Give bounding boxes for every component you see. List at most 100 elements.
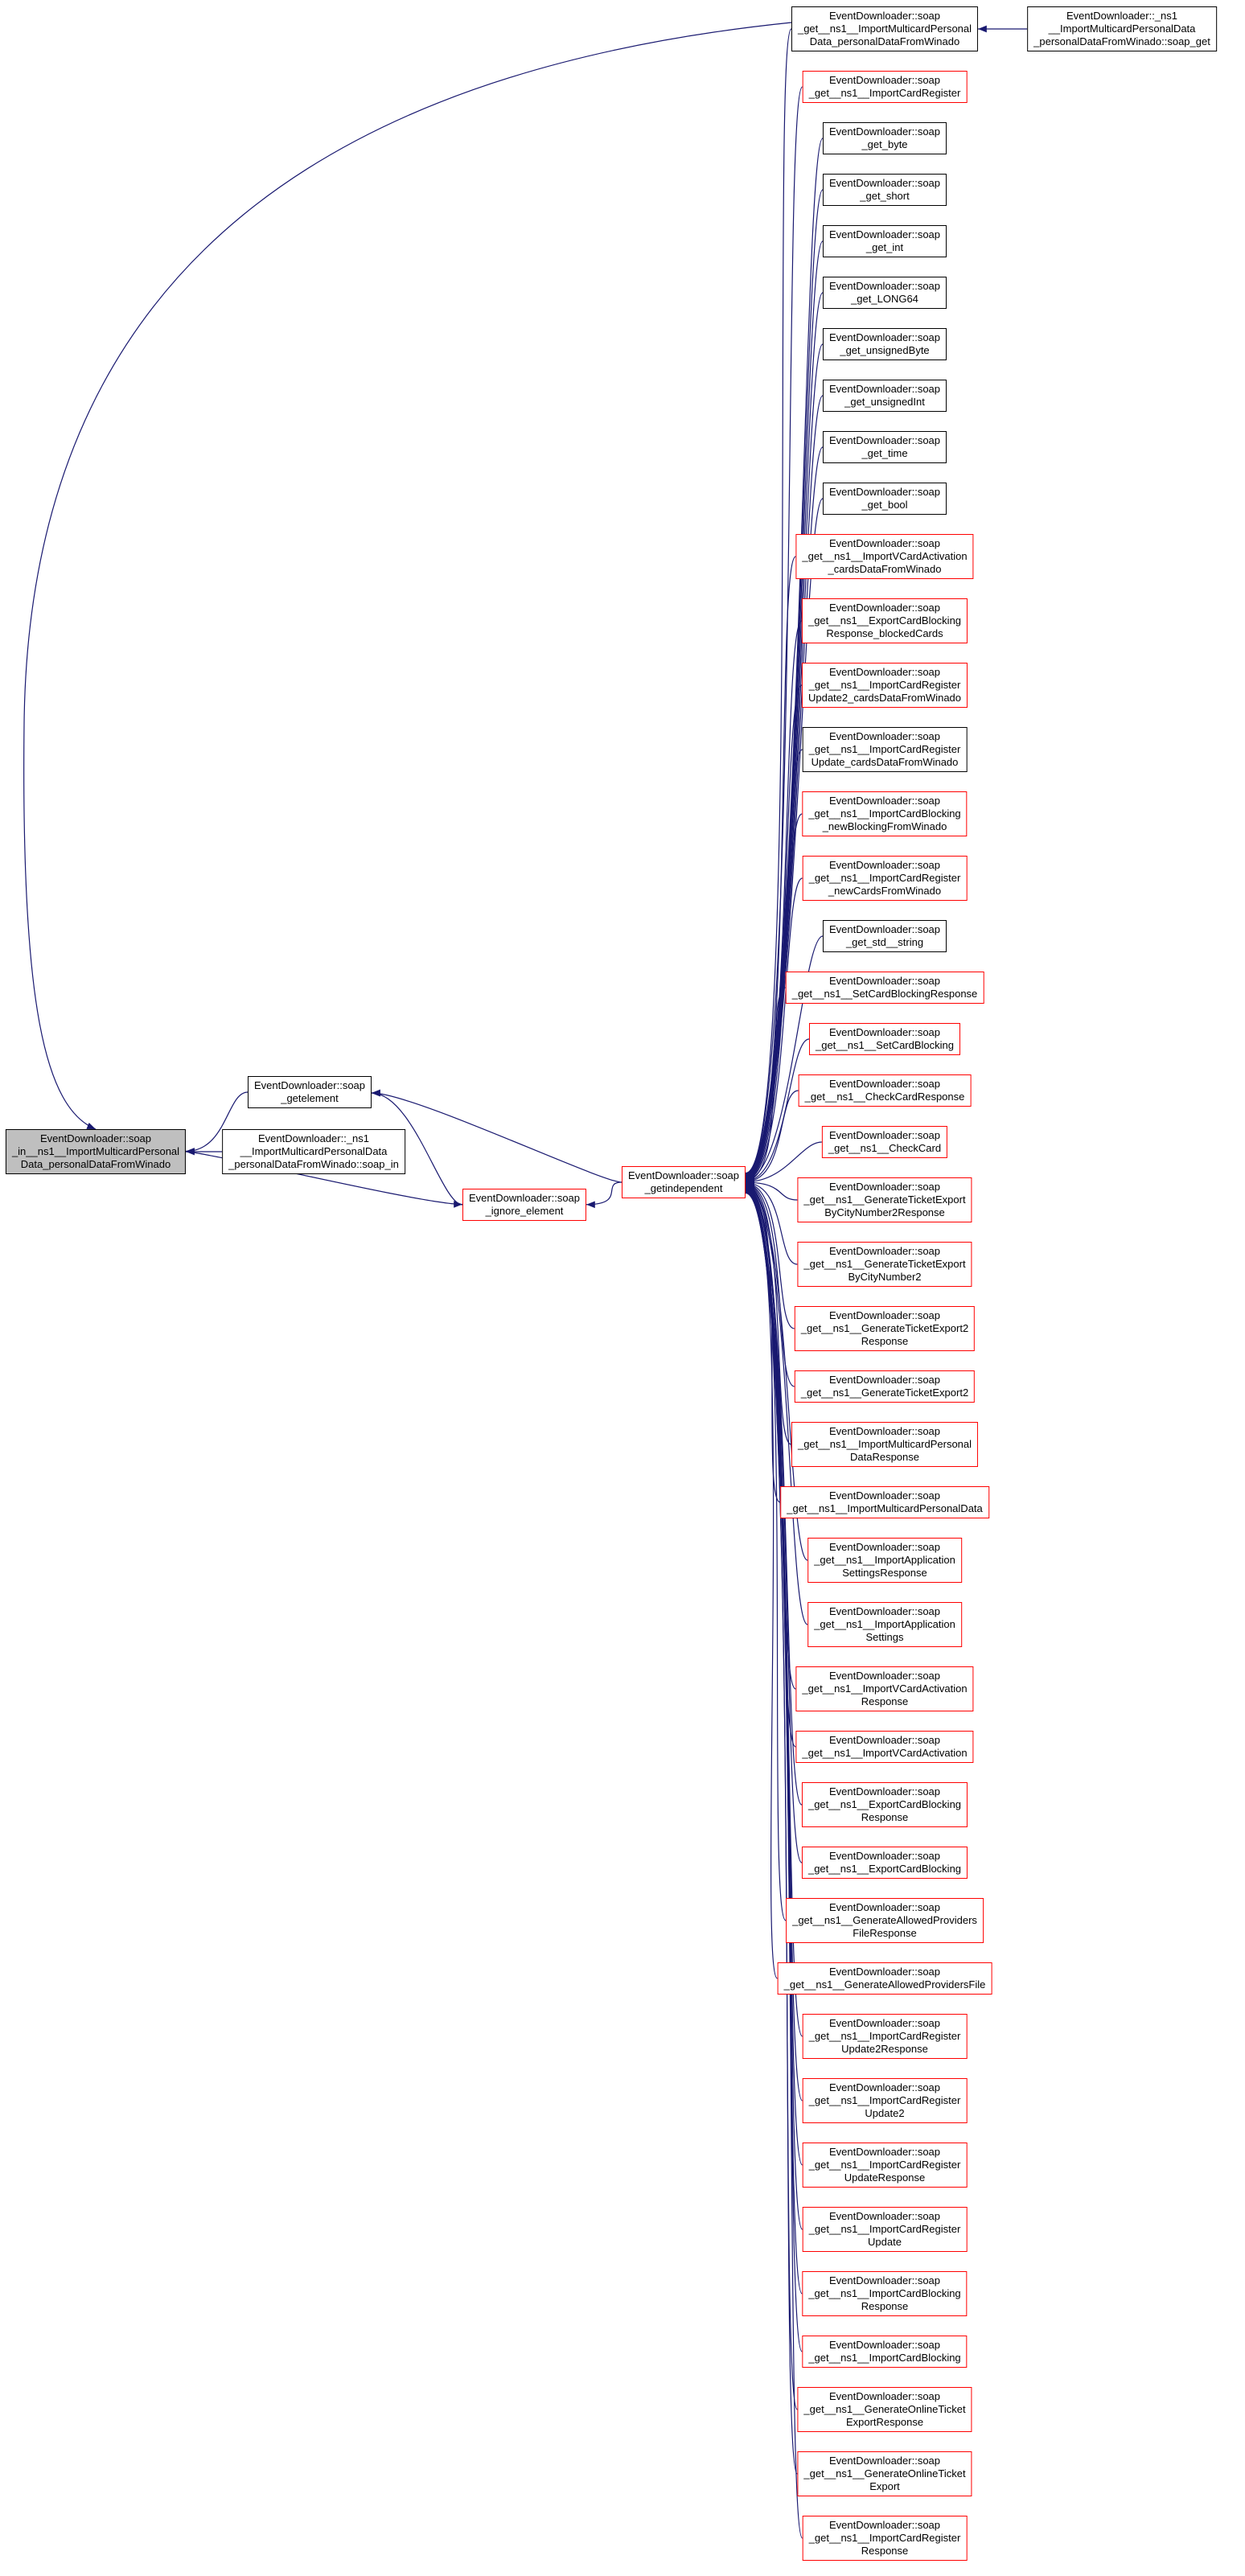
graph-node-get_ImportCardBlockingResponse[interactable]: EventDownloader::soap_get__ns1__ImportCa… (802, 2271, 968, 2316)
graph-node-get_byte[interactable]: EventDownloader::soap_get_byte (822, 122, 947, 154)
graph-node-getindependent[interactable]: EventDownloader::soap_getindependent (621, 1166, 746, 1198)
graph-node-get_ImportVCardActivation[interactable]: EventDownloader::soap_get__ns1__ImportVC… (795, 1731, 974, 1763)
graph-node-get_ImportCardRegisterUpdate2[interactable]: EventDownloader::soap_get__ns1__ImportCa… (802, 2078, 968, 2123)
node-label-line: _get__ns1__ImportCardRegister (808, 872, 961, 884)
graph-node-get_ImportCardRegister[interactable]: EventDownloader::soap_get__ns1__ImportCa… (802, 71, 968, 103)
node-label-line: EventDownloader::soap (828, 2455, 941, 2467)
graph-node-get_SetCardBlockingResponse[interactable]: EventDownloader::soap_get__ns1__SetCardB… (785, 972, 984, 1004)
graph-node-ignore_element[interactable]: EventDownloader::soap_ignore_element (462, 1189, 587, 1221)
node-label-line: _get__ns1__ImportVCardActivation (802, 1682, 968, 1695)
node-label-line: _newBlockingFromWinado (822, 820, 947, 832)
node-label-line: EventDownloader::soap (828, 331, 941, 343)
node-label-line: _get__ns1__SetCardBlockingResponse (791, 988, 978, 1000)
graph-node-get_LONG64[interactable]: EventDownloader::soap_get_LONG64 (822, 277, 947, 309)
node-label-line: EventDownloader::soap (828, 2017, 941, 2029)
graph-node-get_time[interactable]: EventDownloader::soap_get_time (822, 431, 947, 463)
node-label-line: _get__ns1__ImportCardBlocking (808, 2287, 961, 2299)
graph-node-get_ExportCardBlockingResponse[interactable]: EventDownloader::soap_get__ns1__ExportCa… (801, 1782, 968, 1827)
node-label-line: _get_short (860, 190, 910, 202)
graph-node-get_GenerateTicketExportByCityNumber2[interactable]: EventDownloader::soap_get__ns1__Generate… (797, 1242, 972, 1287)
graph-node-get_ImportApplicationSettingsResponse[interactable]: EventDownloader::soap_get__ns1__ImportAp… (807, 1538, 962, 1583)
node-label-line: EventDownloader::soap (828, 1489, 941, 1502)
node-label-line: _get__ns1__ImportMulticardPersonal (797, 1438, 972, 1450)
node-label-line: _get_byte (861, 138, 908, 150)
edge-get_CheckCard-getindependent (746, 1141, 822, 1185)
node-label-line: Response_blockedCards (826, 627, 943, 639)
graph-node-get_ImportApplicationSettings[interactable]: EventDownloader::soap_get__ns1__ImportAp… (807, 1602, 962, 1647)
graph-node-get_CheckCard[interactable]: EventDownloader::soap_get__ns1__CheckCar… (821, 1126, 948, 1158)
node-label-line: Update_cardsDataFromWinado (811, 756, 959, 768)
node-label-line: EventDownloader::soap (828, 1850, 941, 1862)
node-label-line: EventDownloader::soap (828, 602, 941, 614)
node-label-line: _get__ns1__GenerateTicketExport (803, 1194, 966, 1206)
graph-node-get_unsignedByte[interactable]: EventDownloader::soap_get_unsignedByte (822, 328, 947, 360)
node-label-line: SettingsResponse (842, 1567, 927, 1579)
edge-get_ImportVCardActivation_cardsDataFromWinado-getindependent (745, 556, 796, 1181)
graph-node-get_GenerateAllowedProvidersFileResponse[interactable]: EventDownloader::soap_get__ns1__Generate… (786, 1898, 984, 1943)
graph-node-get_ImportVCardActivationResponse[interactable]: EventDownloader::soap_get__ns1__ImportVC… (795, 1666, 974, 1711)
graph-node-get_GenerateOnlineTicketExportResponse[interactable]: EventDownloader::soap_get__ns1__Generate… (797, 2387, 972, 2432)
node-label-line: EventDownloader::soap (828, 177, 941, 189)
node-label-line: EventDownloader::soap (828, 383, 941, 395)
graph-node-get_ExportCardBlocking[interactable]: EventDownloader::soap_get__ns1__ExportCa… (801, 1847, 968, 1879)
graph-node-get_ImportCardRegisterResponse[interactable]: EventDownloader::soap_get__ns1__ImportCa… (802, 2516, 968, 2561)
graph-node-soap_in_method[interactable]: EventDownloader::_ns1__ImportMulticardPe… (222, 1129, 405, 1174)
graph-node-get_ImportCardRegisterUpdateResponse[interactable]: EventDownloader::soap_get__ns1__ImportCa… (802, 2143, 968, 2188)
edge-get_GenerateTicketExportByCityNumber2-getindependent (746, 1179, 798, 1265)
node-label-line: __ImportMulticardPersonalData (240, 1145, 388, 1157)
graph-node-get_CheckCardResponse[interactable]: EventDownloader::soap_get__ns1__CheckCar… (798, 1074, 972, 1107)
graph-node-get_int[interactable]: EventDownloader::soap_get_int (822, 225, 947, 257)
graph-node-get_GenerateTicketExport2[interactable]: EventDownloader::soap_get__ns1__Generate… (794, 1370, 976, 1403)
graph-node-get_ImportMulticardPersonalDataResponse[interactable]: EventDownloader::soap_get__ns1__ImportMu… (791, 1422, 979, 1467)
graph-node-get_GenerateTicketExportByCityNumber2Response[interactable]: EventDownloader::soap_get__ns1__Generate… (797, 1177, 972, 1222)
graph-node-soap_get_method[interactable]: EventDownloader::_ns1__ImportMulticardPe… (1027, 6, 1217, 51)
node-label-line: __ImportMulticardPersonalData (1048, 23, 1196, 35)
graph-node-get_GenerateOnlineTicketExport[interactable]: EventDownloader::soap_get__ns1__Generate… (797, 2451, 972, 2496)
node-label-line: DataResponse (849, 1451, 919, 1463)
graph-node-get_unsignedInt[interactable]: EventDownloader::soap_get_unsignedInt (822, 380, 947, 412)
node-label-line: _get__ns1__CheckCard (828, 1142, 942, 1154)
node-label-line: EventDownloader::soap (828, 1374, 941, 1386)
edge-get_ImportCardRegister-getindependent (745, 86, 803, 1177)
graph-node-get_ImportVCardActivation_cardsDataFromWinado[interactable]: EventDownloader::soap_get__ns1__ImportVC… (795, 534, 974, 579)
graph-node-get_std_string[interactable]: EventDownloader::soap_get_std__string (822, 920, 947, 952)
node-label-line: ByCityNumber2Response (824, 1206, 945, 1218)
node-label-line: _get__ns1__ImportCardBlocking (808, 807, 961, 820)
node-label-line: EventDownloader::soap (828, 2519, 941, 2531)
node-label-line: _get__ns1__GenerateAllowedProviders (792, 1914, 977, 1926)
node-label-line: UpdateResponse (844, 2171, 926, 2184)
graph-node-get_ImportMulticardPersonalData[interactable]: EventDownloader::soap_get__ns1__ImportMu… (780, 1486, 989, 1518)
graph-node-get_ImportCardRegisterUpdate[interactable]: EventDownloader::soap_get__ns1__ImportCa… (802, 2207, 968, 2252)
node-label-line: _in__ns1__ImportMulticardPersonal (11, 1145, 180, 1157)
graph-node-get_ImportCardRegisterUpdate_cardsDataFromWinado[interactable]: EventDownloader::soap_get__ns1__ImportCa… (802, 727, 968, 772)
graph-node-get_ExportCardBlockingResponse_blockedCards[interactable]: EventDownloader::soap_get__ns1__ExportCa… (801, 598, 968, 643)
graph-node-get_ImportCardBlocking[interactable]: EventDownloader::soap_get__ns1__ImportCa… (802, 2336, 968, 2368)
node-label-line: _get__ns1__ImportApplication (814, 1554, 955, 1566)
graph-node-get_ImportCardRegisterUpdate2_cardsDataFromWinado[interactable]: EventDownloader::soap_get__ns1__ImportCa… (801, 663, 968, 708)
node-label-line: _get__ns1__GenerateOnlineTicket (803, 2467, 966, 2479)
edge-get_GenerateTicketExport2Response-getindependent (746, 1180, 795, 1329)
edge-get_ImportApplicationSettings-getindependent (745, 1182, 808, 1625)
node-label-line: EventDownloader::soap (828, 1966, 941, 1978)
graph-node-get_ImportCardRegister_newCardsFromWinado[interactable]: EventDownloader::soap_get__ns1__ImportCa… (802, 856, 968, 901)
graph-node-get_GenerateAllowedProvidersFile[interactable]: EventDownloader::soap_get__ns1__Generate… (777, 1962, 992, 1995)
node-label-line: _get_bool (861, 499, 908, 511)
graph-node-get_short[interactable]: EventDownloader::soap_get_short (822, 174, 947, 206)
graph-node-get_SetCardBlocking[interactable]: EventDownloader::soap_get__ns1__SetCardB… (808, 1023, 961, 1055)
node-label-line: ExportResponse (845, 2416, 924, 2428)
graph-node-get_ImportCardRegisterUpdate2Response[interactable]: EventDownloader::soap_get__ns1__ImportCa… (802, 2014, 968, 2059)
graph-node-get_pdfw[interactable]: EventDownloader::soap_get__ns1__ImportMu… (791, 6, 979, 51)
node-label-line: ByCityNumber2 (848, 1271, 922, 1283)
node-label-line: EventDownloader::soap (828, 1245, 941, 1257)
node-label-line: _get__ns1__ImportCardRegister (808, 2223, 961, 2235)
graph-node-get_bool[interactable]: EventDownloader::soap_get_bool (822, 483, 947, 515)
node-label-line: EventDownloader::soap (828, 1785, 941, 1797)
node-label-line: EventDownloader::soap (828, 1129, 941, 1141)
node-label-line: _get__ns1__ImportCardRegister (808, 2159, 961, 2171)
node-label-line: EventDownloader::soap (39, 1132, 152, 1144)
edge-get_ImportCardRegisterResponse-getindependent (745, 1189, 803, 2539)
graph-node-get_ImportCardBlocking_newBlockingFromWinado[interactable]: EventDownloader::soap_get__ns1__ImportCa… (802, 791, 968, 836)
graph-node-getelement[interactable]: EventDownloader::soap_getelement (247, 1076, 372, 1108)
graph-node-get_GenerateTicketExport2Response[interactable]: EventDownloader::soap_get__ns1__Generate… (794, 1306, 976, 1351)
edge-get_GenerateTicketExport2-getindependent (746, 1180, 795, 1387)
